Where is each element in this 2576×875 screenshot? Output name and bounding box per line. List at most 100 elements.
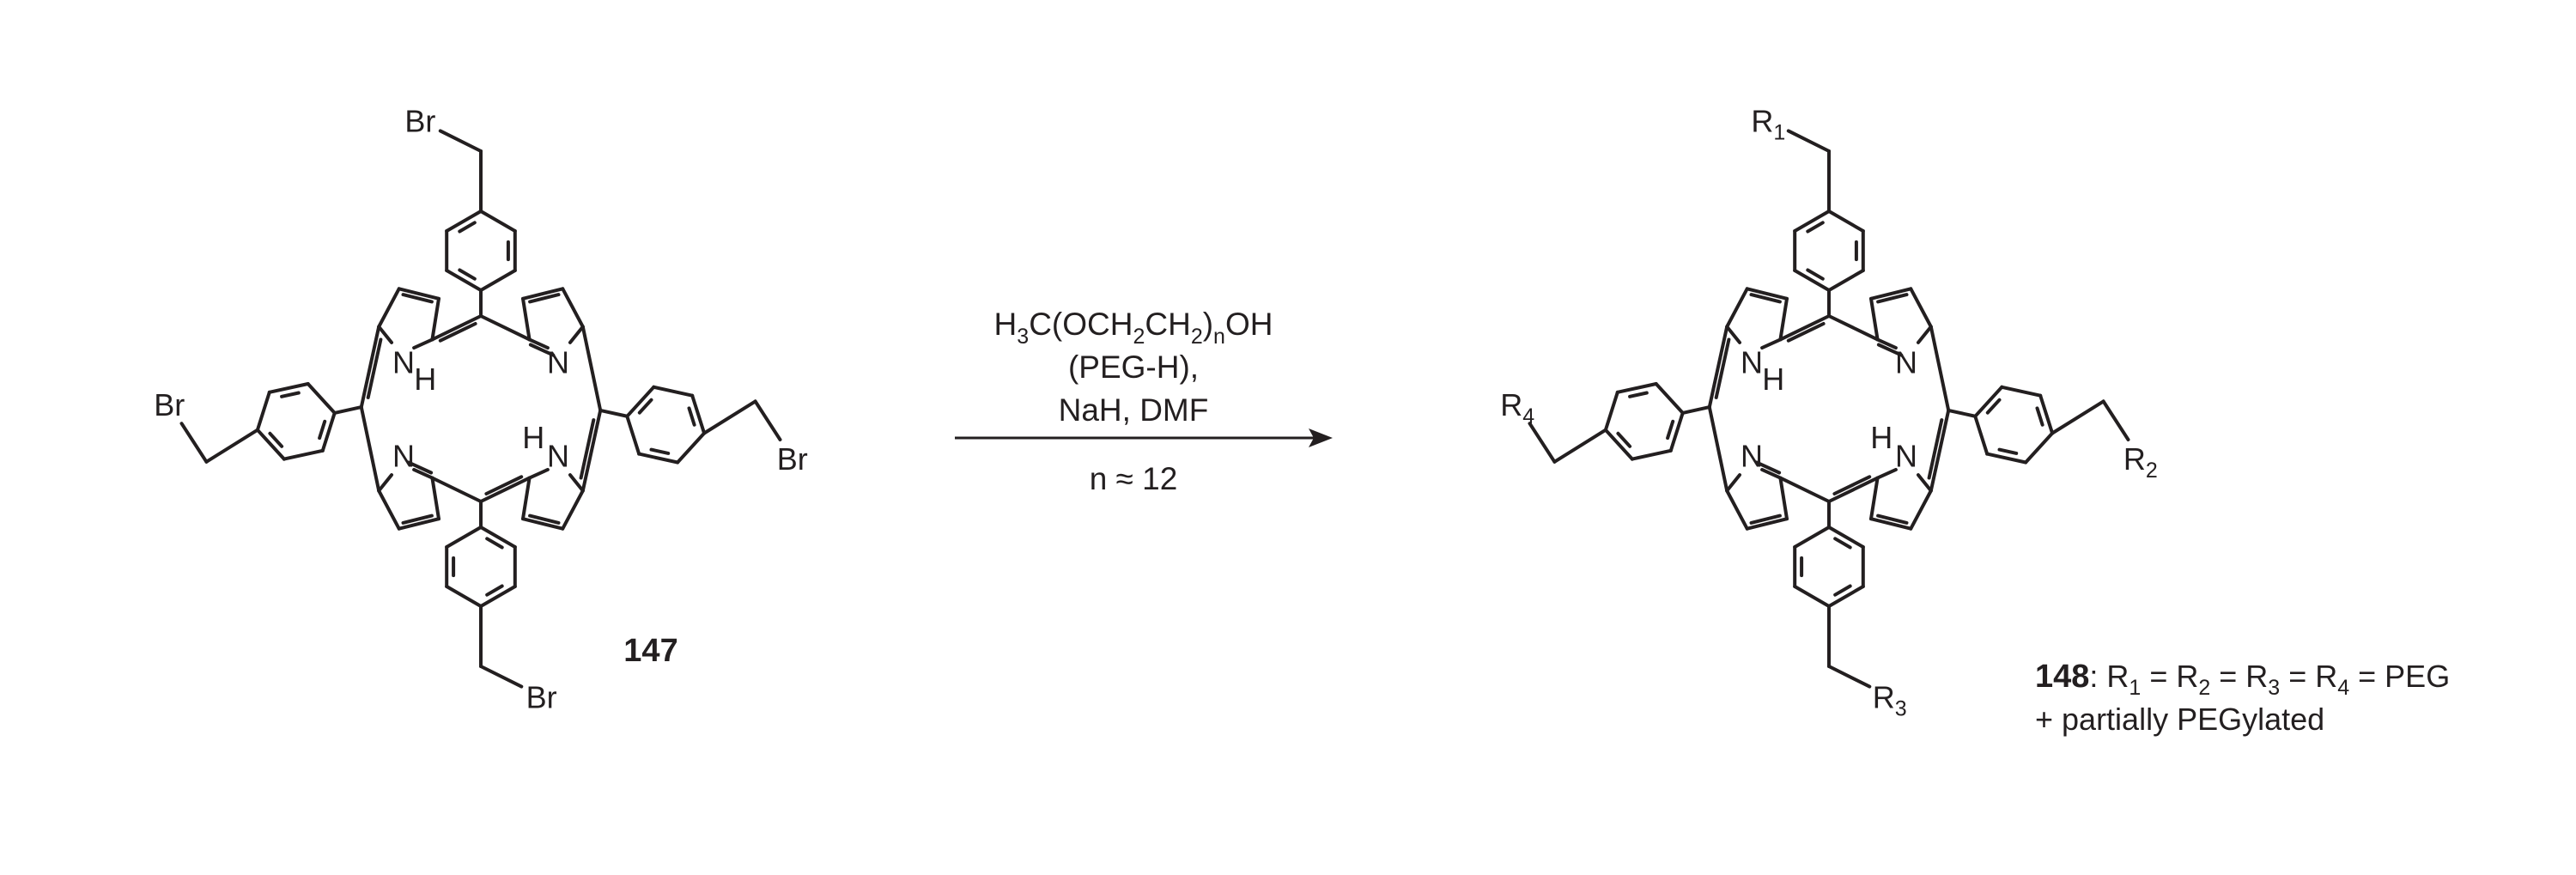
benzene-bond xyxy=(1630,448,1673,461)
h-label: H xyxy=(1762,362,1784,397)
benzene-bond xyxy=(445,526,483,549)
pyrrole-bond xyxy=(430,296,440,342)
pyrrole-bond xyxy=(1778,476,1789,521)
meso-double-bond xyxy=(579,418,596,480)
br-label: Br xyxy=(404,104,435,139)
compound-number-147: 147 xyxy=(623,633,677,669)
pyrrole-bond xyxy=(1760,337,1783,350)
pyrrole-bond xyxy=(527,337,550,350)
benzene-bond xyxy=(1793,585,1831,608)
h-label: H xyxy=(522,420,544,455)
product-porphyrin-148 xyxy=(1528,129,2130,689)
benzene-bond xyxy=(1827,210,1865,233)
pyrrole-bond xyxy=(521,287,565,301)
benzene-double-bond xyxy=(1666,419,1675,441)
pyrrole-bond xyxy=(1869,476,1880,521)
meso-double-bond xyxy=(438,322,477,343)
benzene-bond xyxy=(2000,385,2043,398)
benzene-bond xyxy=(637,452,680,465)
ch2-bond xyxy=(753,399,782,441)
n-label: N xyxy=(1741,439,1763,474)
imine-double-bond xyxy=(406,460,434,475)
pyrrole-bond xyxy=(1875,467,1898,480)
aryl-bond xyxy=(1947,408,1978,418)
pyrrole-double-bond xyxy=(1749,513,1782,525)
pyrrole-bond xyxy=(412,337,434,350)
benzene-bond xyxy=(625,414,641,456)
reactant-porphyrin-147 xyxy=(179,129,782,689)
h-label: H xyxy=(414,362,436,397)
benzene-bond xyxy=(2038,393,2055,435)
pyrrole-double-bond xyxy=(1749,293,1782,304)
pyrrole-double-bond xyxy=(401,293,434,304)
benzene-double-bond xyxy=(649,447,671,455)
pyrrole-bond xyxy=(1760,467,1783,480)
benzene-bond xyxy=(1793,269,1831,292)
pyrrole-bond xyxy=(397,287,440,301)
benzene-bond xyxy=(479,585,517,608)
pyrrole-bond xyxy=(1745,517,1789,531)
product-caption-line2: + partially PEGylated xyxy=(2035,702,2324,737)
r4-label: R4 xyxy=(1500,387,1534,428)
meso-double-bond xyxy=(484,475,524,495)
pyrrole-bond xyxy=(412,467,434,480)
pyrrole-bond xyxy=(1917,325,1933,344)
br-label: Br xyxy=(526,679,557,714)
pyrrole-bond xyxy=(1869,296,1880,342)
benzene-double-bond xyxy=(280,391,301,398)
benzene-double-bond xyxy=(1806,221,1825,234)
pyrrole-bond xyxy=(1869,287,1913,301)
benzylic-bond xyxy=(2050,399,2105,435)
pyrrole-bond xyxy=(1725,325,1741,344)
pyrrole-bond xyxy=(1909,489,1933,531)
meso-bond xyxy=(359,405,381,493)
benzene-bond xyxy=(320,410,337,453)
benzene-bond xyxy=(1973,385,2004,418)
pyrrole-bond xyxy=(568,473,585,493)
pyrrole-bond xyxy=(397,517,440,531)
benzene-bond xyxy=(625,385,656,418)
aryl-bond xyxy=(332,405,363,415)
benzene-bond xyxy=(1985,452,2028,465)
benzene-double-bond xyxy=(318,419,327,441)
benzene-bond xyxy=(479,210,517,233)
aryl-bond xyxy=(1680,405,1711,415)
pyrrole-bond xyxy=(568,325,585,344)
meso-double-bond xyxy=(1927,418,1944,480)
benzene-bond xyxy=(445,210,483,233)
pyrrole-bond xyxy=(1725,489,1749,531)
meso-bond xyxy=(1707,405,1729,493)
pyrrole-double-bond xyxy=(401,513,434,525)
benzene-double-bond xyxy=(1997,447,2019,455)
benzene-double-bond xyxy=(1806,268,1825,281)
ch2-bond xyxy=(479,665,524,689)
r3-label: R3 xyxy=(1873,679,1907,720)
benzene-bond xyxy=(1827,585,1865,608)
pyrrole-bond xyxy=(1875,337,1898,350)
reagent-formula: H3C(OCH2CH2)nOH xyxy=(994,307,1273,349)
ch2-bond xyxy=(2101,399,2130,441)
meso-bond xyxy=(1778,314,1831,342)
reagent-abbreviation: (PEG-H), xyxy=(1068,349,1199,385)
meso-double-bond xyxy=(1714,337,1731,399)
n-label: N xyxy=(547,439,569,474)
imine-double-bond xyxy=(1876,343,1904,357)
benzene-double-bond xyxy=(1833,584,1852,597)
benzylic-bond xyxy=(1552,428,1607,464)
meso-bond xyxy=(1827,314,1880,342)
benzene-bond xyxy=(479,526,517,549)
pyrrole-bond xyxy=(521,517,565,531)
pyrrole-bond xyxy=(521,296,532,342)
pyrrole-bond xyxy=(521,476,532,521)
h-label: H xyxy=(1870,420,1893,455)
pyrrole-bond xyxy=(1725,287,1749,329)
ch2-bond xyxy=(438,129,483,153)
benzene-bond xyxy=(2024,431,2055,465)
r1-label: R1 xyxy=(1751,104,1785,145)
n-label: N xyxy=(392,344,415,380)
benzene-double-bond xyxy=(1985,398,2002,415)
pyrrole-double-bond xyxy=(1876,293,1909,304)
meso-bond xyxy=(1778,476,1831,503)
